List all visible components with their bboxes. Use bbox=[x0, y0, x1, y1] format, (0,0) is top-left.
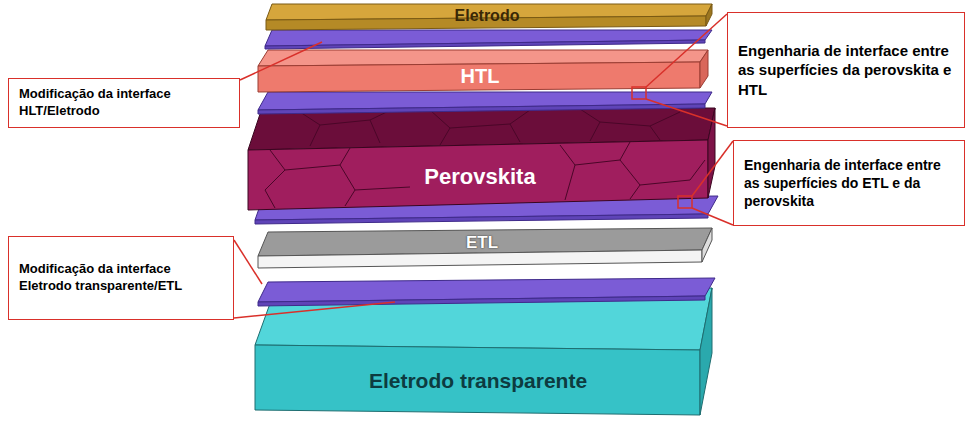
leader-line-part bbox=[240, 42, 322, 80]
perovskite-grain-part bbox=[355, 187, 410, 190]
interface-layer-part bbox=[255, 214, 708, 224]
leader-line-part bbox=[678, 196, 692, 208]
perovskite-grain-part bbox=[340, 165, 355, 206]
layer-label: Eletrodo transparente bbox=[365, 369, 591, 392]
callout-box: Modificação da interface HLT/Eletrodo bbox=[8, 78, 240, 128]
interface-layer bbox=[265, 30, 712, 49]
callout-text: Engenharia de interface entre as superfí… bbox=[738, 41, 954, 100]
perovskite-grain-part bbox=[285, 148, 350, 170]
interface-layer bbox=[258, 278, 715, 306]
perovskite-grain-part bbox=[265, 150, 285, 208]
interface-layer bbox=[258, 92, 712, 114]
perovskite-grain-part bbox=[650, 126, 660, 140]
electrode-slab-part bbox=[706, 4, 712, 26]
layer-name: ETL bbox=[466, 234, 498, 253]
perovskite-grain bbox=[265, 108, 705, 208]
leader-line-part bbox=[234, 240, 262, 284]
leader-line-part bbox=[632, 87, 646, 99]
electrode-slab bbox=[266, 4, 712, 30]
interface-layer-part bbox=[258, 104, 705, 114]
callout-text: Modificação da interface Eletrodo transp… bbox=[19, 261, 223, 295]
perovskite-grain-part bbox=[580, 109, 600, 141]
layer-name: HTL bbox=[461, 65, 500, 87]
perovskite-grain-part bbox=[450, 110, 530, 128]
callout-box: Engenharia de interface entre as superfí… bbox=[733, 140, 965, 226]
layer-label: Eletrodo bbox=[451, 7, 524, 25]
perovskite-grain-part bbox=[370, 120, 380, 143]
callout-text: Modificação da interface HLT/Eletrodo bbox=[19, 86, 229, 120]
layer-name: Perovskita bbox=[424, 165, 535, 189]
perovskite-grain-part bbox=[300, 112, 320, 146]
callout-text: Engenharia de interface entre as superfí… bbox=[744, 156, 954, 211]
perovskite-grain-part bbox=[510, 124, 520, 142]
perovskite-grain-part bbox=[600, 112, 680, 126]
transparent-electrode-slab-part bbox=[700, 288, 712, 415]
etl-slab-part bbox=[702, 228, 712, 262]
perovskite-grain-part bbox=[560, 145, 575, 200]
perovskite-grain-part bbox=[430, 110, 450, 145]
interface-layer-part bbox=[258, 296, 705, 306]
leader-line bbox=[234, 14, 733, 318]
layer-name: Eletrodo bbox=[455, 7, 520, 25]
layer-name: Eletrodo transparente bbox=[369, 369, 587, 392]
transparent-electrode-slab bbox=[255, 288, 712, 415]
leader-line-part bbox=[692, 208, 733, 225]
leader-line-part bbox=[692, 141, 733, 196]
callout-box: Modificação da interface Eletrodo transp… bbox=[8, 236, 234, 320]
htl-slab bbox=[258, 50, 708, 92]
perovskite-grain-part bbox=[640, 160, 705, 185]
interface-layer-part bbox=[265, 40, 705, 49]
perovskite-grain-part bbox=[620, 160, 640, 199]
etl-slab bbox=[258, 228, 712, 268]
layer-label: ETL bbox=[462, 234, 502, 253]
layer-label: Perovskita bbox=[420, 165, 539, 189]
transparent-electrode-slab-part bbox=[255, 345, 700, 415]
perovskite-slab bbox=[248, 108, 715, 210]
leader-line-part bbox=[646, 99, 727, 126]
etl-slab-part bbox=[258, 250, 702, 268]
htl-slab-part bbox=[700, 50, 708, 88]
leader-line-part bbox=[234, 302, 395, 318]
leader-line-part bbox=[646, 14, 727, 87]
callout-box: Engenharia de interface entre as superfí… bbox=[727, 12, 965, 128]
layer-label: HTL bbox=[457, 65, 504, 87]
perovskite-slab-part bbox=[248, 140, 708, 210]
